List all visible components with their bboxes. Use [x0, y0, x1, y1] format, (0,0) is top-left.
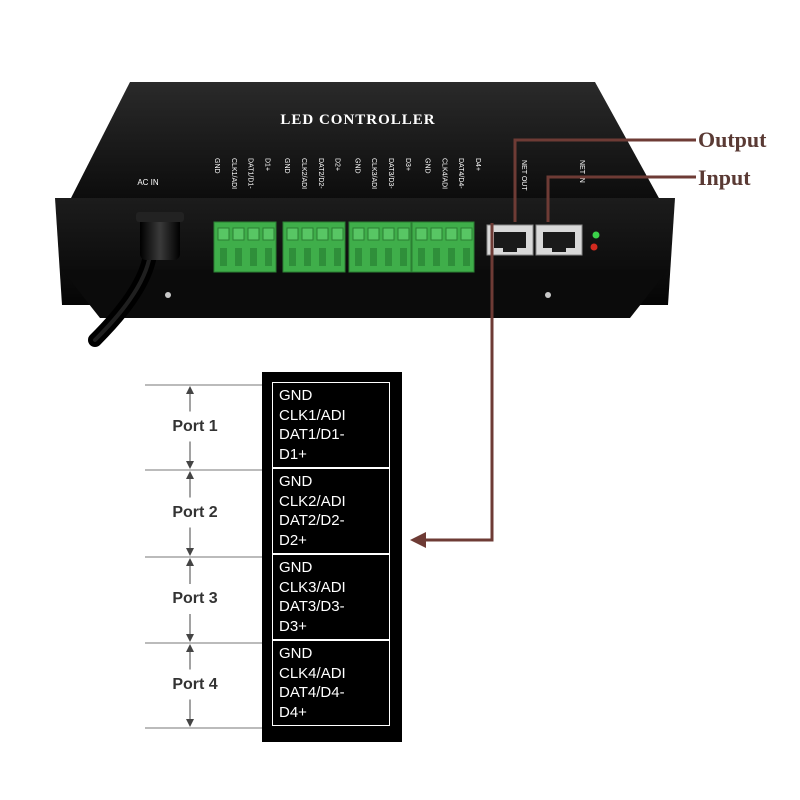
terminal-block: [411, 221, 475, 273]
bracket-arrowhead: [186, 558, 194, 566]
port-pinout-table: GND CLK1/ADI DAT1/D1- D1+ GND CLK2/ADI DAT2/D2…: [262, 372, 402, 742]
terminal-block: [348, 221, 412, 273]
port-pin-label: GND: [279, 559, 313, 576]
port-pin-label: CLK1/ADI: [279, 406, 346, 424]
pin-label: GND: [424, 158, 431, 174]
bracket-arrowhead: [186, 548, 194, 556]
pin-label-strip: GND CLK1/ADI DAT1/D1- D1+ GND CLK2/ADI DAT2/D2…: [213, 158, 481, 189]
status-led-red: [590, 243, 598, 251]
bracket-arrowhead: [186, 386, 194, 394]
pin-label: GND: [283, 158, 290, 174]
input-label: Input: [698, 165, 751, 190]
port-name: Port 4: [150, 675, 240, 694]
port-name: Port 3: [150, 590, 240, 608]
net-in-label: NET IN: [578, 160, 585, 183]
pin-label: D4+: [474, 158, 481, 171]
port-pin-group: GND CLK4/ADI DAT4/D4- D4+: [272, 640, 390, 726]
bracket-arrowhead: [186, 471, 194, 479]
pin-label: CLK1/ADI: [230, 158, 237, 189]
pin-label: GND: [353, 158, 360, 174]
bracket-arrowhead: [186, 634, 194, 642]
port-pin-group: GND CLK2/ADI DAT2/D2- D2+: [272, 468, 390, 554]
port-pin-label: D2+: [279, 531, 307, 549]
pin-label: DAT3/D3-: [387, 158, 394, 189]
port-pin-label: DAT4/D4-: [279, 684, 345, 701]
pin-label: D1+: [263, 158, 270, 171]
port-pin-label: DAT2/D2-: [279, 512, 345, 529]
output-arrowhead: [410, 532, 426, 548]
port-pin-label: GND: [279, 387, 313, 404]
port-pin-label: DAT1/D1-: [279, 426, 345, 443]
port-pin-group: GND CLK1/ADI DAT1/D1- D1+: [272, 382, 390, 468]
port-pin-label: CLK3/ADI: [279, 578, 346, 596]
rj45-input-port: [535, 224, 583, 256]
device-title: LED CONTROLLER: [280, 112, 435, 128]
pin-label: D3+: [404, 158, 411, 171]
bracket-arrowhead: [186, 461, 194, 469]
port-bracket-group: [145, 384, 262, 729]
port-name: Port 1: [150, 417, 240, 436]
port-pin-label: D4+: [279, 703, 307, 721]
power-cable: [88, 212, 184, 347]
ac-in-label: AC IN: [137, 178, 159, 187]
device-flange: [62, 270, 668, 318]
screw-hole-right: [545, 292, 551, 298]
device-top-face: [70, 82, 660, 200]
pin-label: GND: [213, 158, 220, 174]
terminal-block: [282, 221, 346, 273]
terminal-block: [213, 221, 277, 273]
pin-label: DAT2/D2-: [317, 158, 324, 189]
output-callout-connector: [418, 138, 696, 542]
input-callout-connector: [546, 175, 696, 222]
pin-label: CLK2/ADI: [300, 158, 307, 189]
terminal-block-group: [213, 221, 475, 273]
bracket-arrowhead: [186, 644, 194, 652]
pin-label: DAT4/D4-: [457, 158, 464, 189]
port-pin-label: DAT3/D3-: [279, 598, 345, 615]
net-out-label: NET OUT: [520, 160, 527, 191]
port-pin-label: D3+: [279, 617, 307, 635]
port-pin-label: CLK2/ADI: [279, 492, 346, 510]
port-name: Port 2: [150, 503, 240, 522]
output-label: Output: [698, 127, 767, 152]
pin-label: CLK3/ADI: [370, 158, 377, 189]
screw-hole-left: [165, 292, 171, 298]
pin-label: D2+: [334, 158, 341, 171]
port-pin-label: GND: [279, 645, 313, 662]
port-pin-label: CLK4/ADI: [279, 664, 346, 682]
bracket-arrowhead: [186, 719, 194, 727]
pin-label: CLK4/ADI: [440, 158, 447, 189]
rj45-output-port: [486, 224, 534, 256]
port-pin-group: GND CLK3/ADI DAT3/D3- D3+: [272, 554, 390, 640]
port-pin-label: D1+: [279, 445, 307, 463]
status-led-green: [592, 231, 600, 239]
port-pin-label: GND: [279, 473, 313, 490]
pin-label: DAT1/D1-: [247, 158, 254, 189]
